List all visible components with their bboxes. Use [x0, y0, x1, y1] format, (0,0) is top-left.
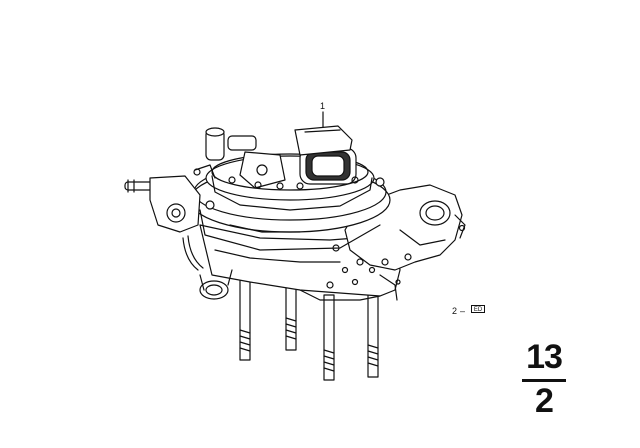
throttle-linkage	[124, 175, 204, 271]
group-number: 13	[526, 338, 563, 376]
fasteners	[326, 244, 376, 289]
mounting-studs	[239, 269, 379, 381]
callout-2-separator: –	[460, 306, 466, 316]
callout-2-label: 2	[452, 306, 458, 316]
fraction-bar	[522, 379, 566, 382]
sub-group-number: 2	[535, 382, 554, 420]
callout-2-reference-box: ED	[471, 305, 485, 313]
callout-1-label: 1	[320, 101, 326, 111]
top-cover	[193, 125, 385, 211]
